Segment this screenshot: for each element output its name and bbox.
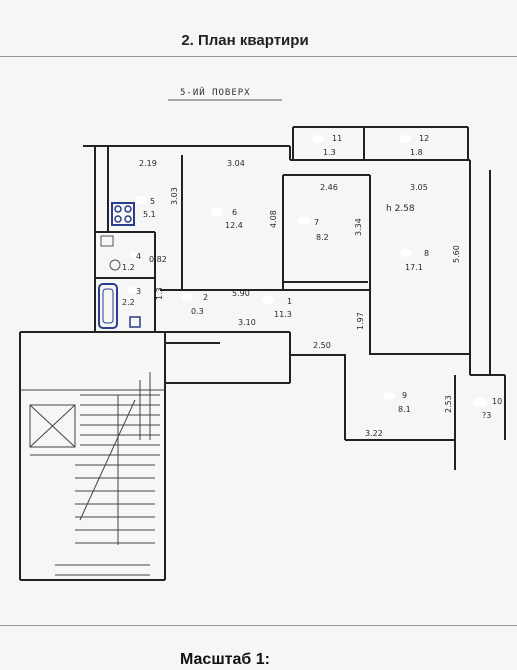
room-number-1: 1 [287, 297, 292, 306]
room-area-1: 11.3 [274, 310, 292, 319]
stove-icon [111, 202, 135, 226]
dim-3-22: 3.22 [365, 429, 383, 438]
room-area-3: 2.2 [122, 298, 135, 307]
room-number-2: 2 [203, 293, 208, 302]
room-area-2: 0.3 [191, 307, 204, 316]
room-number-12: 12 [419, 134, 429, 143]
dim-3-04: 3.04 [227, 159, 245, 168]
washbasin-icon [129, 316, 141, 328]
dim-4-08: 4.08 [269, 210, 278, 228]
room-area-7: 8.2 [316, 233, 329, 242]
room-number-4: 4 [136, 252, 141, 261]
room-area-4: 1.2 [122, 263, 135, 272]
room-number-11: 11 [332, 134, 342, 143]
dim-3-34: 3.34 [354, 218, 363, 236]
room-number-8: 8 [424, 249, 429, 258]
footer-divider [0, 625, 517, 626]
sink-icon [100, 235, 114, 247]
scale-label: Масштаб 1: [180, 651, 270, 668]
dim-2-50: 2.50 [313, 341, 331, 350]
room-area-5: 5.1 [143, 210, 156, 219]
room-area-9: 8.1 [398, 405, 411, 414]
floor-label: 5-ИЙ ПОВЕРХ [180, 86, 251, 98]
room-area-12: 1.8 [410, 148, 423, 157]
room-number-5: 5 [150, 197, 155, 206]
dim-1-97: 1.97 [356, 312, 365, 330]
room-number-7: 7 [314, 218, 319, 227]
room-area-6: 12.4 [225, 221, 243, 230]
room-area-8: 17.1 [405, 263, 423, 272]
room-number-10: 10 [492, 397, 502, 406]
room-area-11: 1.3 [323, 148, 336, 157]
dim-5-90: 5.90 [232, 289, 250, 298]
dim-1-3: 1.3 [155, 287, 164, 300]
room-number-3: 3 [136, 287, 141, 296]
dim-2-53: 2.53 [444, 395, 453, 413]
bathtub-icon [98, 283, 118, 329]
dim-2-46: 2.46 [320, 183, 338, 192]
dim-2-19: 2.19 [139, 159, 157, 168]
room-area-10: ?3 [482, 411, 491, 420]
correction-blots [128, 135, 487, 407]
toilet-icon [109, 259, 121, 271]
dim-5-60: 5.60 [452, 245, 461, 263]
walls [19, 126, 506, 581]
room-number-6: 6 [232, 208, 237, 217]
dim-3-05: 3.05 [410, 183, 428, 192]
room-number-9: 9 [402, 391, 407, 400]
dim-3-10: 3.10 [238, 318, 256, 327]
title-divider [0, 56, 517, 57]
ceiling-height: h 2.58 [386, 204, 415, 214]
dim-0-82: 0.82 [149, 255, 167, 264]
dim-3-03: 3.03 [170, 187, 179, 205]
stair-lines [20, 372, 165, 576]
page-title: 2. План квартири [181, 32, 309, 49]
